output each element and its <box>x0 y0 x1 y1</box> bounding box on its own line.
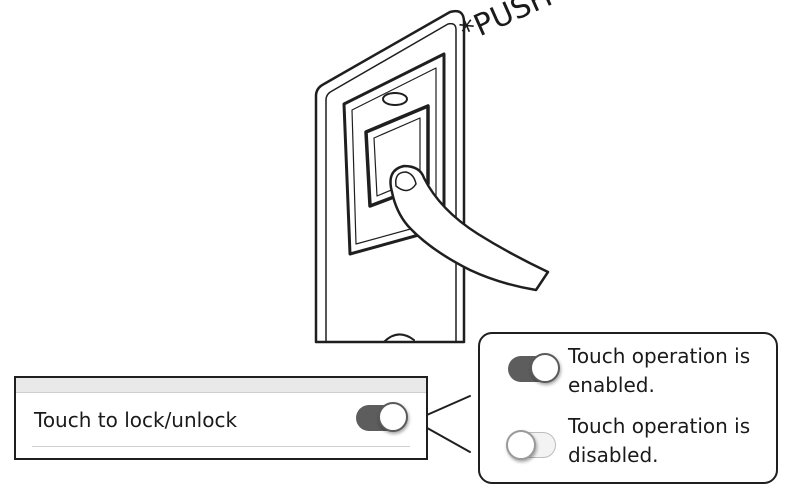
toggle-knob <box>530 353 560 383</box>
toggle-knob <box>506 430 536 460</box>
fingernail <box>394 171 417 192</box>
indicator-led <box>382 92 408 106</box>
toggle-disabled-example <box>506 430 556 460</box>
toggle-legend-callout: Touch operation is enabled. Touch operat… <box>478 332 778 484</box>
finger <box>389 164 550 292</box>
toggle-enabled-example <box>508 353 560 383</box>
disabled-description: Touch operation is disabled. <box>568 414 751 467</box>
settings-panel: Touch to lock/unlock <box>14 376 428 460</box>
settings-header-band <box>16 378 426 393</box>
touch-lock-toggle[interactable] <box>356 402 408 432</box>
enabled-description: Touch operation is enabled. <box>568 344 751 397</box>
callout-pointer <box>419 395 471 453</box>
toggle-knob <box>378 402 408 432</box>
key-cylinder <box>383 333 415 343</box>
touch-lock-setting-label: Touch to lock/unlock <box>34 408 238 432</box>
settings-divider <box>32 446 410 447</box>
lock-body-bevel <box>325 22 457 343</box>
